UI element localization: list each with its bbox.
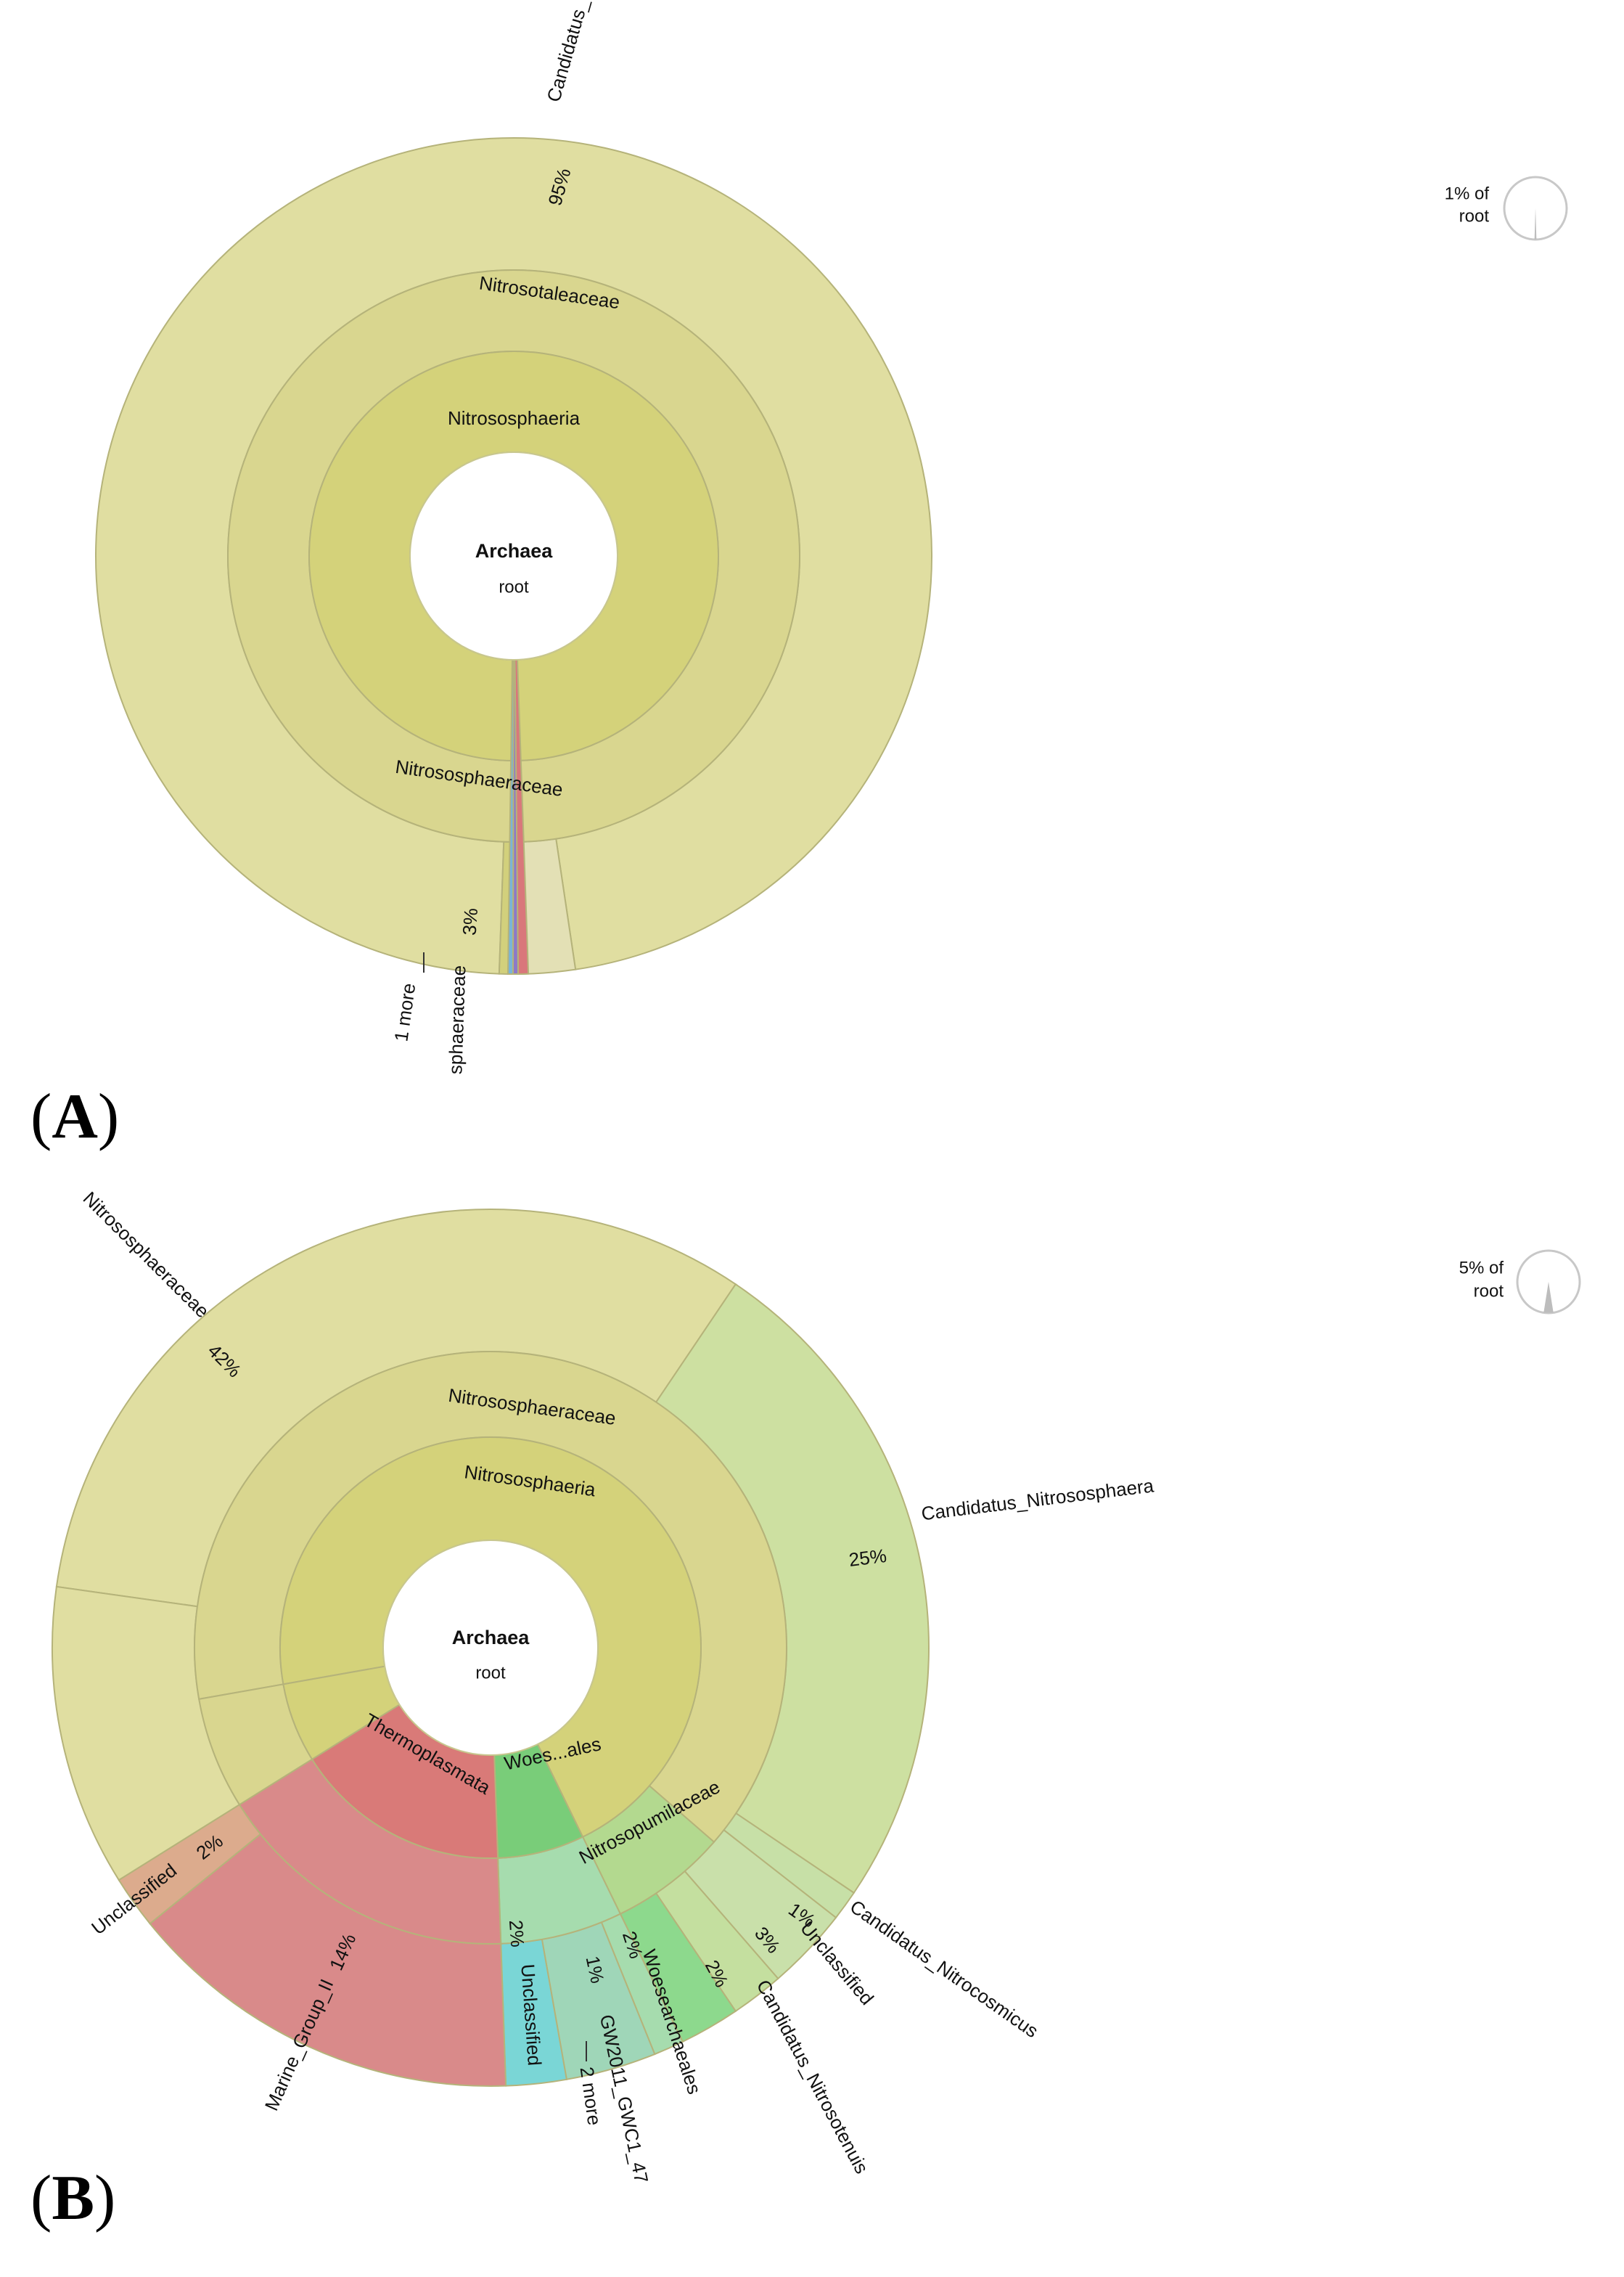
root-center — [409, 451, 618, 661]
scale-text-a-1: 1% of — [1445, 184, 1490, 203]
label-b-cand-nitrocosmicus: Candidatus_Nitrocosmicus — [846, 1895, 1043, 2042]
label-b-unclassified-3: Unclassified — [796, 1917, 878, 2009]
scale-text-b-1: 5% of — [1459, 1258, 1504, 1278]
root-name-b: Archaea — [452, 1627, 530, 1648]
label-sphaeraceae-pct: 3% — [459, 907, 483, 936]
label-b-cand-nitrosotenuis: Candidatus_Nitrosotenuis — [752, 1976, 873, 2178]
label-b-unclassified-2-pct: 2% — [505, 1919, 529, 1948]
root-sub-b: root — [475, 1663, 506, 1683]
label-sphaeraceae: sphaeraceae — [444, 965, 469, 1074]
root-name: Archaea — [475, 540, 554, 562]
root-sub: root — [499, 577, 529, 597]
scale-text-a-2: root — [1459, 206, 1490, 226]
scale-wedge-b — [1543, 1282, 1554, 1313]
scale-wedge-a — [1534, 208, 1537, 240]
label-b-2-more: 2 more — [576, 2066, 606, 2127]
panel-label-a: (A) — [30, 1082, 120, 1152]
root-center-b — [382, 1540, 599, 1756]
panel-label-b: (B) — [30, 2163, 116, 2233]
label-b-cand-nitrososphaera: Candidatus_Nitrososphaera — [920, 1474, 1155, 1524]
label-b-cand-nitrososphaera-pct: 25% — [848, 1545, 887, 1571]
label-1-more: 1 more — [390, 982, 419, 1043]
scale-text-b-2: root — [1474, 1281, 1504, 1301]
label-nitrososphaeria: Nitrososphaeria — [448, 407, 581, 429]
label-candidatus: Candidatus_ — [542, 0, 592, 105]
label-b-nitrososphaeraceae-outer: Nitrososphaeraceae — [79, 1187, 214, 1323]
